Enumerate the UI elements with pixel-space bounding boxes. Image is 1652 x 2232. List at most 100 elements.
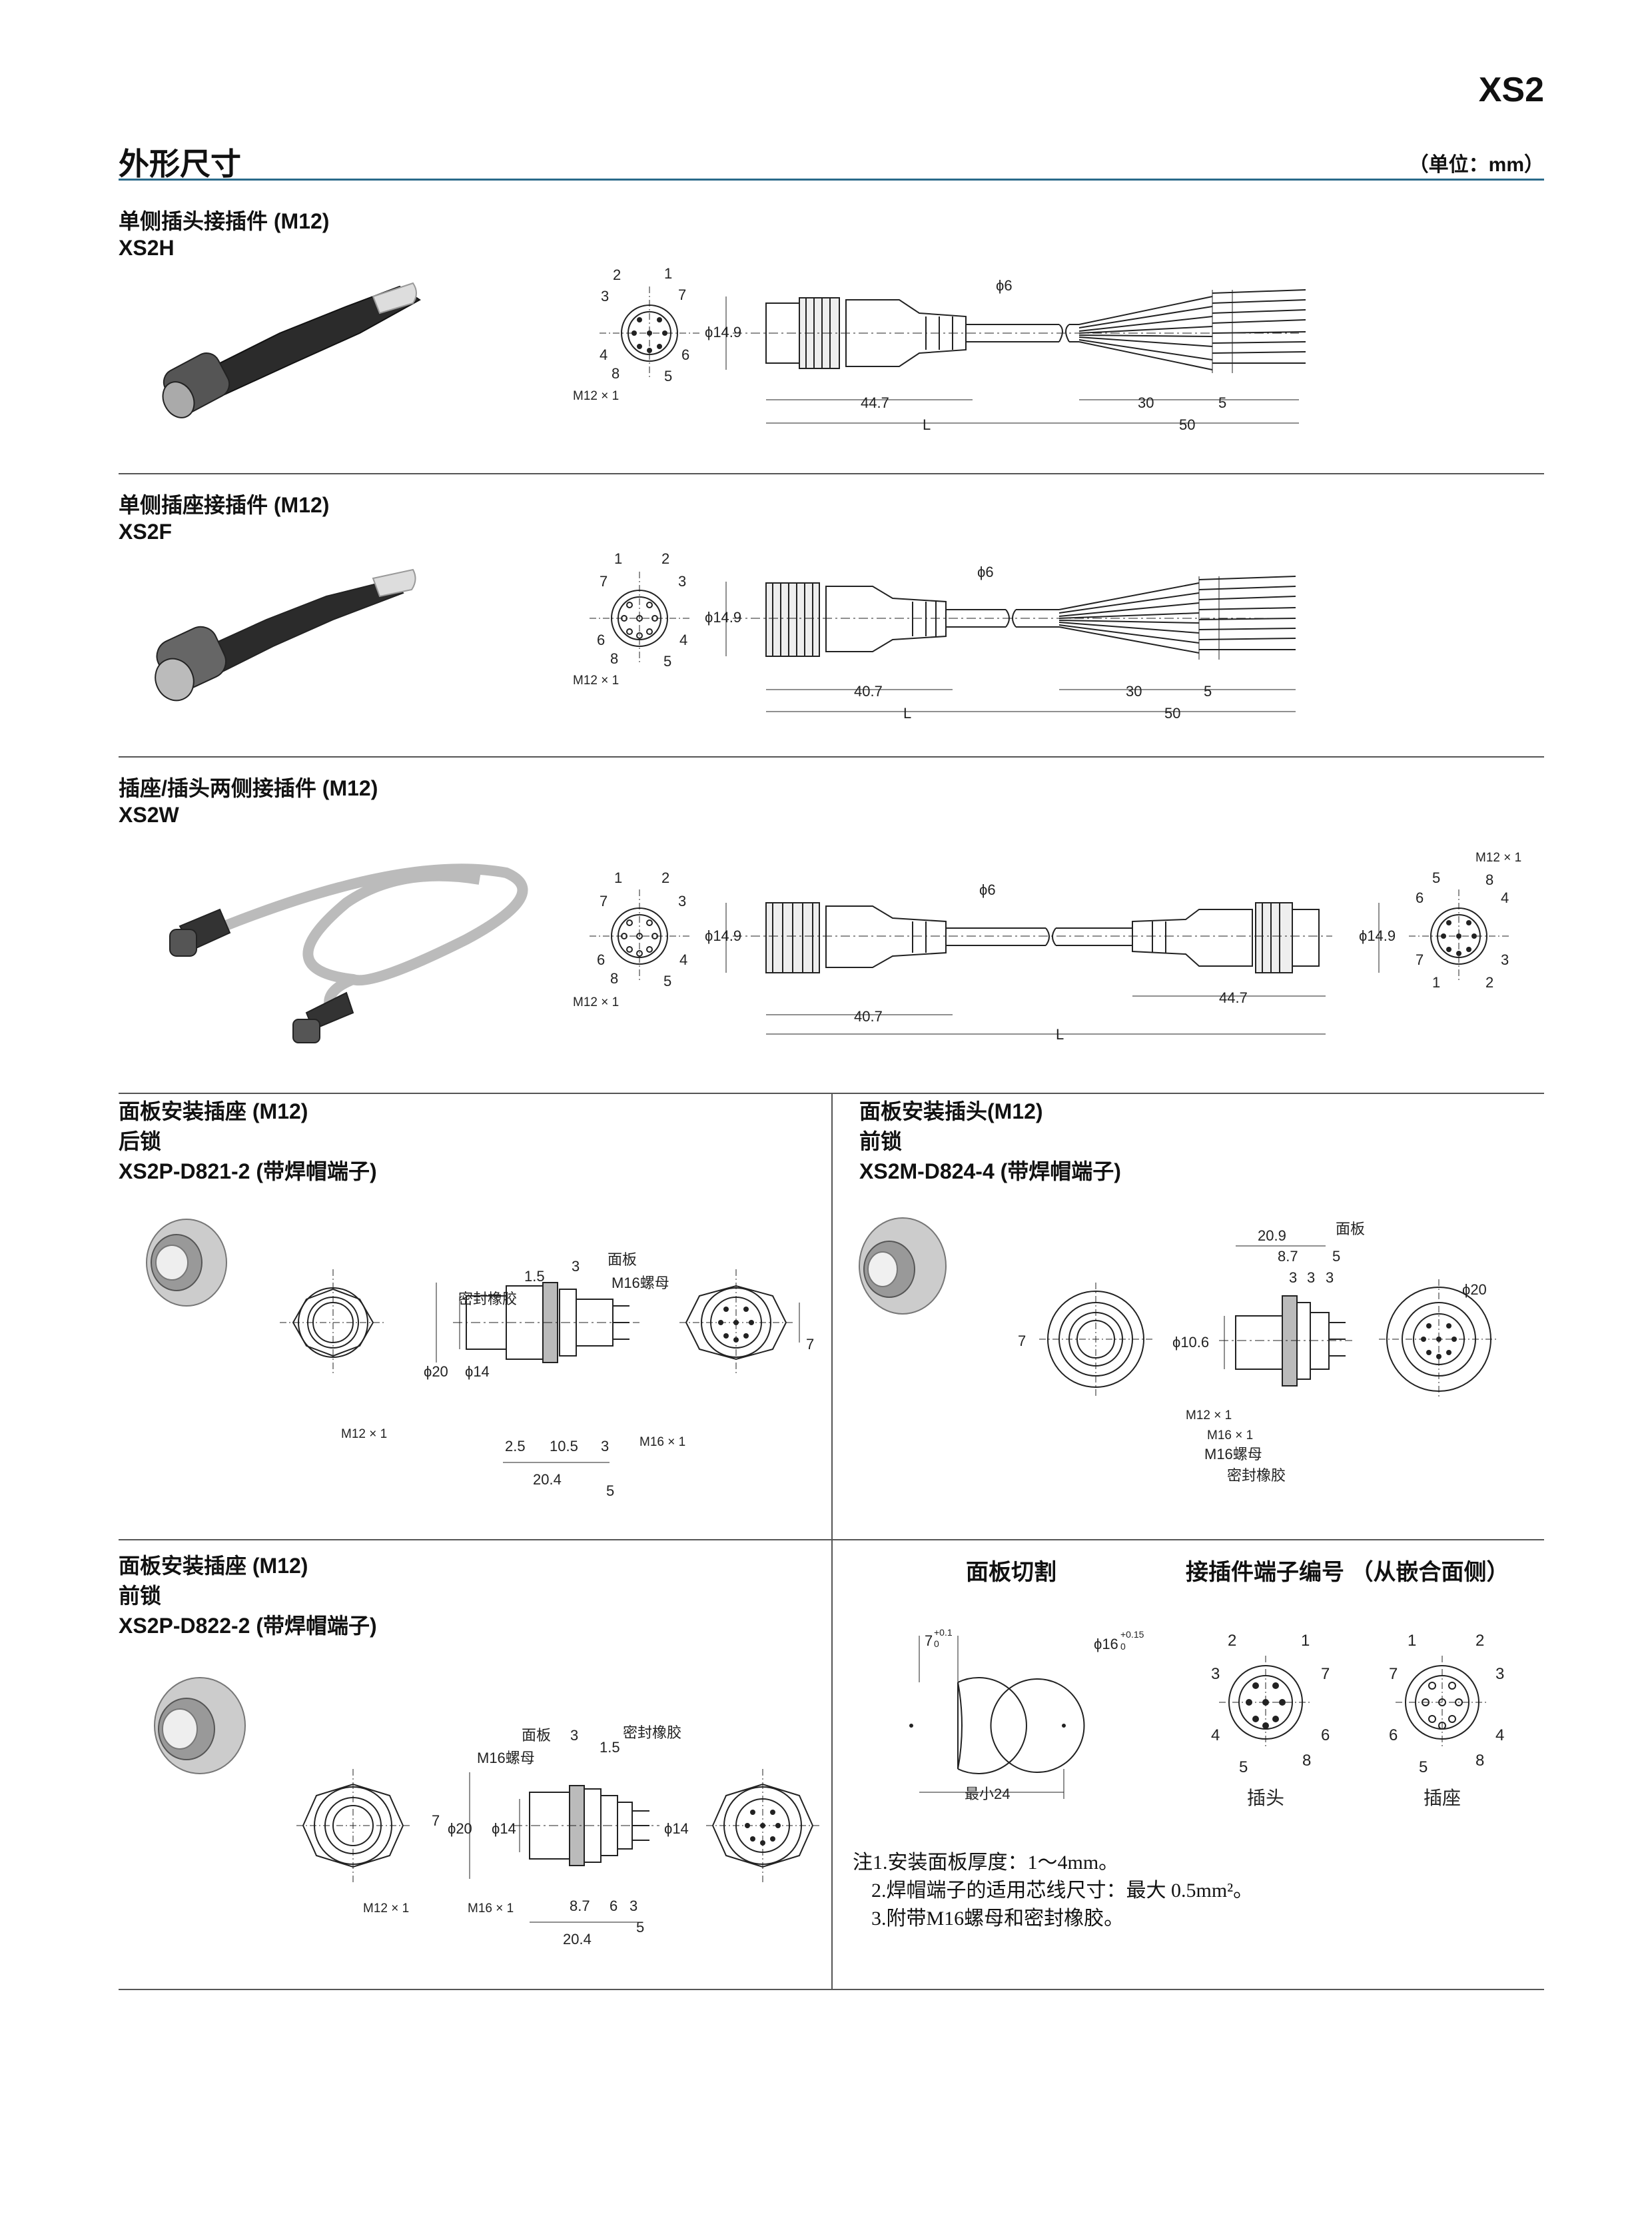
panel-rear-m16: M16 × 1: [639, 1435, 685, 1449]
xs2h-len2: L: [923, 416, 931, 433]
panel-rear-model: XS2P-D821-2 (带焊帽端子): [119, 1159, 377, 1183]
cutout-title: 面板切割: [966, 1560, 1056, 1585]
xs2w-len3: 44.7: [1219, 989, 1248, 1006]
panel-front-photo: [154, 1677, 246, 1774]
panel-rear-front-view: [280, 1269, 386, 1376]
panel-rear-dim: 3: [572, 1258, 580, 1275]
xs2h-pin-face: [600, 286, 699, 380]
panel-front-dim: 7: [432, 1812, 440, 1829]
xs2w-cable: ϕ6: [979, 881, 996, 898]
xs2h-pin: 4: [600, 346, 608, 363]
panel-plug-back-view: [1379, 1279, 1499, 1399]
panel-plug-model: XS2M-D824-4 (带焊帽端子): [859, 1159, 1121, 1183]
panel-plug-nut-label: M16螺母: [1204, 1446, 1262, 1462]
xs2w-pin: 4: [1501, 889, 1509, 906]
cutout-d7-tol: +0.1: [934, 1627, 953, 1638]
pinout-socket-pin: 3: [1495, 1665, 1504, 1683]
xs2w-pin: 6: [597, 951, 605, 968]
xs2h-len3: 30: [1138, 394, 1154, 411]
title-rule: [119, 179, 1544, 181]
xs2h-product-photo: [162, 282, 421, 418]
panel-plug-m12: M12 × 1: [1186, 1408, 1232, 1422]
xs2h-len1: 44.7: [861, 394, 889, 411]
xs2f-pin: 4: [679, 632, 687, 648]
pinout-plug-pin: 6: [1321, 1726, 1330, 1744]
xs2h-dia: ϕ14.9: [705, 324, 741, 340]
panel-front-lock: 前锁: [119, 1584, 162, 1608]
section-model-xs2w: XS2W: [119, 803, 179, 827]
panel-front-side-view: [469, 1772, 659, 1923]
panel-plug-dim: 8.7: [1278, 1248, 1298, 1265]
unit-label: （单位：mm）: [1408, 154, 1544, 176]
panel-plug-dim: 20.9: [1258, 1227, 1286, 1244]
pinout-socket-label: 插座: [1424, 1788, 1461, 1808]
pinout-plug-pin: 5: [1239, 1758, 1248, 1776]
panel-plug-title: 面板安装插头(M12): [859, 1099, 1043, 1123]
xs2w-pin: 1: [614, 869, 622, 886]
xs2w-product-photo: [169, 863, 528, 1043]
cutout-d7: 7: [925, 1632, 933, 1649]
xs2w-pin: 7: [600, 893, 608, 909]
panel-plug-photo: [859, 1217, 947, 1315]
panel-front-m16: M16 × 1: [468, 1902, 514, 1916]
xs2h-len4: 5: [1218, 394, 1226, 411]
panel-rear-m12: M12 × 1: [341, 1427, 387, 1441]
panel-plug-panel-label: 面板: [1336, 1221, 1365, 1237]
note-2: 2.焊帽端子的适用芯线尺寸：最大 0.5mm²。: [871, 1880, 1254, 1902]
panel-plug-dim: 5: [1332, 1248, 1340, 1265]
note-3: 3.附带M16螺母和密封橡胶。: [871, 1908, 1124, 1930]
section-title-xs2f: 单侧插座接插件 (M12): [119, 493, 330, 517]
xs2f-pin: 7: [600, 573, 608, 590]
xs2h-pin: 8: [612, 365, 620, 382]
xs2f-len5: 50: [1164, 705, 1180, 722]
xs2f-pin: 6: [597, 632, 605, 648]
pinout-plug-face: [1219, 1656, 1312, 1749]
pinout-plug-pin: 7: [1321, 1665, 1330, 1683]
bottom-rule: [119, 1989, 1544, 1990]
panel-front-d14b: ϕ14: [664, 1820, 689, 1837]
xs2w-len1: 40.7: [854, 1008, 883, 1025]
xs2f-dia: ϕ14.9: [705, 609, 741, 626]
xs2h-pin: 7: [678, 286, 686, 303]
panel-rear-seal-label: 密封橡胶: [458, 1291, 517, 1307]
cutout-d7-tol2: 0: [934, 1638, 939, 1649]
xs2f-len3: 30: [1126, 683, 1142, 700]
pinout-socket-pin: 2: [1475, 1632, 1484, 1650]
cutout-min: 最小24: [965, 1786, 1010, 1802]
pinout-plug-pin: 3: [1211, 1665, 1220, 1683]
panel-rear-title: 面板安装插座 (M12): [119, 1099, 308, 1123]
panel-front-nut-label: M16螺母: [477, 1750, 535, 1766]
xs2h-pin: 5: [664, 368, 672, 384]
xs2f-len2: L: [903, 705, 911, 722]
xs2w-side-view: [725, 902, 1380, 1035]
xs2h-pin: 1: [664, 265, 672, 282]
panel-rear-dim: 3: [601, 1438, 609, 1454]
xs2h-pin: 6: [681, 346, 689, 363]
panel-plug-side-view: [1219, 1245, 1352, 1387]
pinout-plug-pin: 4: [1211, 1726, 1220, 1744]
section-divider: [119, 1539, 1544, 1540]
pinout-plug-pin: 2: [1228, 1632, 1236, 1650]
panel-rear-nut-label: M16螺母: [612, 1275, 669, 1291]
xs2f-pin: 3: [678, 573, 686, 590]
pinout-socket-pin: 4: [1495, 1726, 1504, 1744]
xs2f-product-photo: [155, 568, 416, 702]
panel-plug-lock: 前锁: [859, 1129, 903, 1153]
panel-plug-dim: 7: [1018, 1333, 1026, 1349]
xs2w-pin: 2: [661, 869, 669, 886]
panel-plug-seal-label: 密封橡胶: [1227, 1467, 1286, 1484]
xs2w-pin: 8: [1485, 871, 1493, 888]
xs2w-pin: 4: [679, 951, 687, 968]
xs2f-len4: 5: [1204, 683, 1212, 700]
xs2w-thread2: M12 × 1: [1475, 851, 1521, 865]
xs2f-thread: M12 × 1: [573, 674, 619, 688]
xs2h-pin: 3: [601, 288, 609, 304]
xs2w-thread: M12 × 1: [573, 995, 619, 1009]
pinout-plug-pin: 1: [1301, 1632, 1310, 1650]
panel-front-dim: 8.7: [570, 1898, 590, 1914]
panel-rear-d14: ϕ14: [465, 1363, 490, 1380]
xs2h-side-view: [725, 289, 1306, 424]
cutout-d16-tol2: 0: [1120, 1641, 1126, 1652]
xs2w-pin: 5: [663, 973, 671, 989]
